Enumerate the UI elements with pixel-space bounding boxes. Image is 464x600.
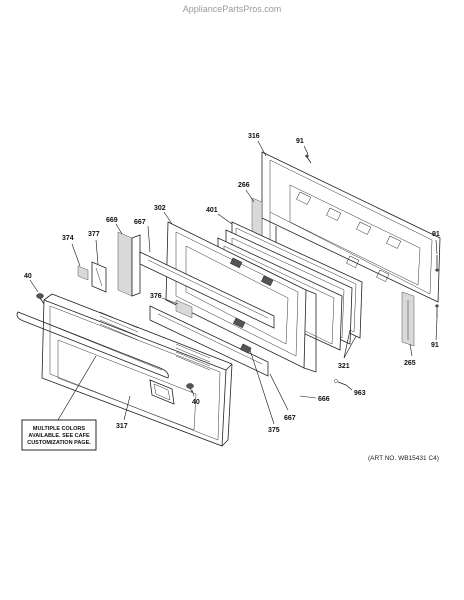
part-963-clip[interactable] xyxy=(334,379,347,386)
callout-labels: 316 91 266 401 302 669 667 374 377 91 40… xyxy=(24,133,440,434)
art-number: (ART NO. WB15431 C4) xyxy=(368,455,439,462)
callout-667-upper: 667 xyxy=(134,219,146,226)
note-line-3: CUSTOMIZATION PAGE. xyxy=(27,440,91,446)
callout-265: 265 xyxy=(404,360,416,367)
callout-266: 266 xyxy=(238,182,250,189)
part-374-button[interactable] xyxy=(77,265,89,281)
callout-40-left: 40 xyxy=(24,273,32,280)
vent-slots-left xyxy=(99,311,139,341)
part-377-plate[interactable] xyxy=(91,261,107,293)
part-317-outer-door[interactable] xyxy=(16,293,233,447)
part-375-bumper[interactable] xyxy=(240,343,252,354)
part-376-bracket[interactable] xyxy=(175,299,193,319)
callout-377: 377 xyxy=(88,231,100,238)
callout-321: 321 xyxy=(338,363,350,370)
part-91-screw-lower-right[interactable] xyxy=(435,304,439,318)
callout-91-right: 91 xyxy=(432,231,440,238)
part-91-screw-top[interactable] xyxy=(305,154,312,164)
callout-401: 401 xyxy=(206,207,218,214)
note-line-2: AVAILABLE. SEE CAFE xyxy=(28,433,90,439)
door-handle[interactable] xyxy=(16,311,169,379)
callout-91-top: 91 xyxy=(296,138,304,145)
part-91-screw-right[interactable] xyxy=(435,255,439,272)
callout-669: 669 xyxy=(106,217,118,224)
callout-666: 666 xyxy=(318,396,330,403)
callout-963: 963 xyxy=(354,390,366,397)
part-669-channel[interactable] xyxy=(117,231,141,297)
color-note-box: MULTIPLE COLORS AVAILABLE. SEE CAFE CUST… xyxy=(21,419,97,451)
part-266-left-hinge[interactable] xyxy=(251,197,263,237)
callout-376: 376 xyxy=(150,293,162,300)
part-40-screw-left[interactable] xyxy=(36,293,45,305)
callout-667-lower: 667 xyxy=(284,415,296,422)
callout-91-lower: 91 xyxy=(431,342,439,349)
callout-40-right: 40 xyxy=(192,399,200,406)
callout-302: 302 xyxy=(154,205,166,212)
callout-316: 316 xyxy=(248,133,260,140)
part-40-screw-right[interactable] xyxy=(186,383,194,393)
callout-375: 375 xyxy=(268,427,280,434)
part-265-right-hinge[interactable] xyxy=(401,291,415,347)
handle-bracket xyxy=(149,379,175,405)
note-line-1: MULTIPLE COLORS xyxy=(33,426,85,432)
callout-317: 317 xyxy=(116,423,128,430)
part-667-baffle-upper[interactable] xyxy=(139,251,275,329)
callout-374: 374 xyxy=(62,235,74,242)
part-667-baffle-lower[interactable] xyxy=(149,305,269,377)
vent-slots-right xyxy=(175,343,211,371)
watermark-text: AppliancePartsPros.com xyxy=(182,4,282,14)
leader-lines xyxy=(29,140,438,425)
